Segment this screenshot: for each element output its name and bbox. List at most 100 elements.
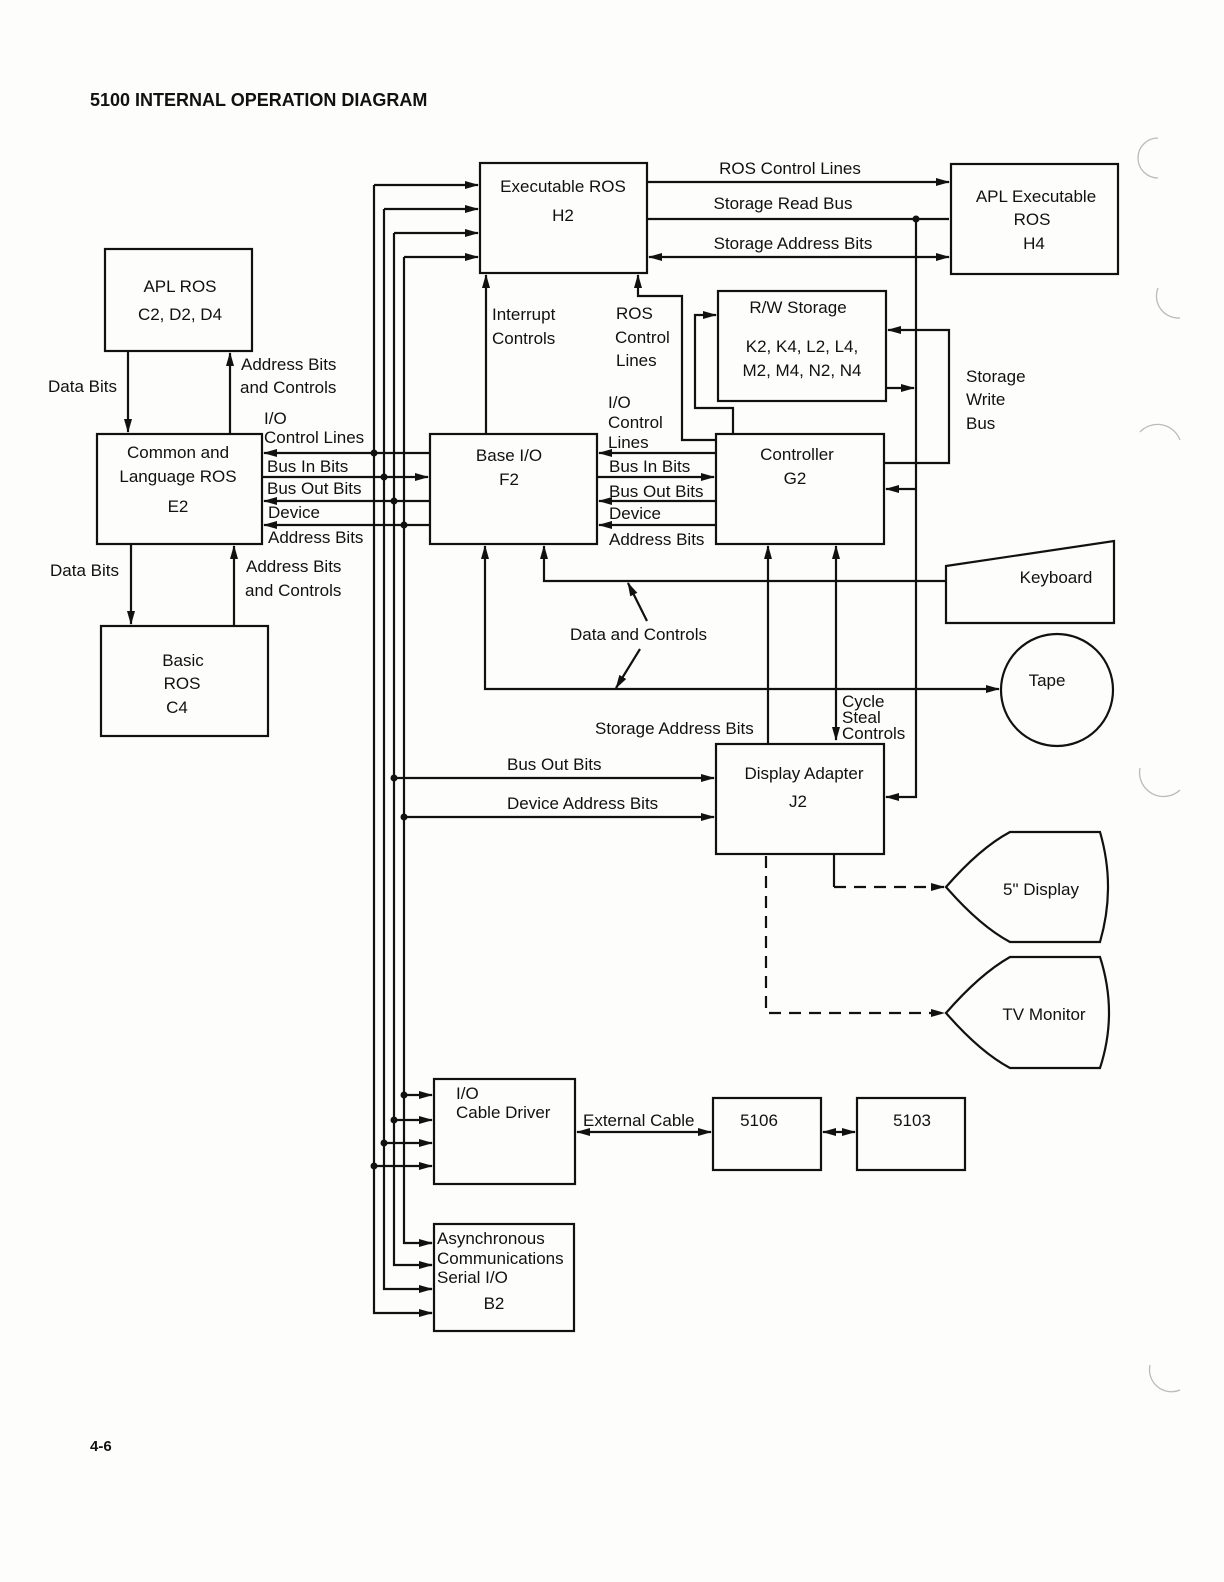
label-storage-write-3: Bus <box>966 414 995 433</box>
bus-line-3 <box>392 233 432 1267</box>
label-address-bits-left: Address Bits <box>268 528 363 547</box>
label-ros-v-3: Lines <box>616 351 657 370</box>
binder-hole-marks <box>1137 137 1181 1393</box>
diagram-title: 5100 INTERNAL OPERATION DIAGRAM <box>90 90 427 110</box>
label-data-and-controls: Data and Controls <box>570 625 707 644</box>
label-external-cable: External Cable <box>583 1111 695 1130</box>
block-5106: 5106 <box>711 1096 823 1172</box>
block-base-io-ref: F2 <box>499 470 519 489</box>
block-executable-ros-ref: H2 <box>552 206 574 225</box>
label-bus-out-bits-lower: Bus Out Bits <box>507 755 601 774</box>
label-and-controls-lower: and Controls <box>245 581 341 600</box>
label-address-bits-right: Address Bits <box>609 530 704 549</box>
block-common-language-ros-line1: Common and <box>127 443 229 462</box>
block-basic-ros: Basic ROS C4 <box>99 624 270 738</box>
block-basic-ros-line2: ROS <box>164 674 201 693</box>
label-cycle: Cycle <box>842 692 885 711</box>
block-common-language-ros: Common and Language ROS E2 <box>95 432 264 546</box>
block-async-comm-line3: Serial I/O <box>437 1268 508 1287</box>
block-base-io: Base I/O F2 <box>428 432 599 546</box>
label-controls: Controls <box>492 329 555 348</box>
block-keyboard-label: Keyboard <box>1020 568 1093 587</box>
block-rw-storage-ref1: K2, K4, L2, L4, <box>746 337 858 356</box>
block-io-cable-driver: I/O Cable Driver <box>432 1077 577 1186</box>
label-bus-out-bits-left: Bus Out Bits <box>267 479 361 498</box>
block-5103-label: 5103 <box>893 1111 931 1130</box>
label-storage-write-2: Write <box>966 390 1005 409</box>
label-bus-in-bits-right: Bus In Bits <box>609 457 690 476</box>
block-display-adapter-ref: J2 <box>789 792 807 811</box>
block-io-cable-driver-line1: I/O <box>456 1084 479 1103</box>
block-keyboard: Keyboard <box>944 539 1116 625</box>
label-and-controls-upper: and Controls <box>240 378 336 397</box>
block-apl-executable-ros-line2: ROS <box>1014 210 1051 229</box>
bus-line-1 <box>372 185 432 1315</box>
label-ros-v-1: ROS <box>616 304 653 323</box>
label-ros-control-lines: ROS Control Lines <box>719 159 861 178</box>
adapter-to-tv-monitor <box>764 856 945 1017</box>
block-display-adapter-name: Display Adapter <box>744 764 863 783</box>
block-io-cable-driver-line2: Cable Driver <box>456 1103 551 1122</box>
block-rw-storage: R/W Storage K2, K4, L2, L4, M2, M4, N2, … <box>716 289 888 403</box>
label-device-address-bits-lower: Device Address Bits <box>507 794 658 813</box>
block-async-comm-line2: Communications <box>437 1249 564 1268</box>
connections <box>124 178 1000 1317</box>
block-tv-monitor-label: TV Monitor <box>1002 1005 1085 1024</box>
label-interrupt: Interrupt <box>492 305 556 324</box>
exec-ros-to-controller <box>634 274 716 442</box>
block-5in-display: 5" Display <box>944 830 1110 944</box>
page-number: 4-6 <box>90 1438 112 1455</box>
block-executable-ros: Executable ROS H2 <box>478 161 649 275</box>
data-controls-pointer-up <box>627 582 648 622</box>
data-controls-pointer-down <box>615 648 641 689</box>
block-apl-executable-ros-line1: APL Executable <box>976 187 1096 206</box>
tape-data-line <box>481 545 1000 693</box>
label-device-right: Device <box>609 504 661 523</box>
block-controller-name: Controller <box>760 445 834 464</box>
label-ros-v-2: Control <box>615 328 670 347</box>
label-address-bits-upper: Address Bits <box>241 355 336 374</box>
block-apl-ros-ref: C2, D2, D4 <box>138 305 222 324</box>
label-address-bits-lower: Address Bits <box>246 557 341 576</box>
storage-read-bus-vertical <box>885 219 918 801</box>
bus-line-2 <box>382 209 432 1291</box>
block-async-comm-line1: Asynchronous <box>437 1229 545 1248</box>
block-apl-executable-ros-ref: H4 <box>1023 234 1045 253</box>
label-data-bits-upper: Data Bits <box>48 377 117 396</box>
block-controller-ref: G2 <box>784 469 807 488</box>
label-control-right: Control <box>608 413 663 432</box>
keyboard-data-line <box>540 545 946 583</box>
block-basic-ros-ref: C4 <box>166 698 188 717</box>
label-storage-address-bits-mid: Storage Address Bits <box>595 719 754 738</box>
block-async-comm-ref: B2 <box>484 1294 505 1313</box>
block-5103: 5103 <box>855 1096 967 1172</box>
label-storage-write-1: Storage <box>966 367 1026 386</box>
block-5106-label: 5106 <box>740 1111 778 1130</box>
block-tape-label: Tape <box>1029 671 1066 690</box>
block-rw-storage-name: R/W Storage <box>749 298 846 317</box>
label-steal: Steal <box>842 708 881 727</box>
block-async-comm: Asynchronous Communications Serial I/O B… <box>432 1222 576 1333</box>
block-tv-monitor: TV Monitor <box>944 955 1111 1070</box>
label-lines-right: Lines <box>608 433 649 452</box>
label-bus-out-bits-right: Bus Out Bits <box>609 482 703 501</box>
block-display-adapter: Display Adapter J2 <box>714 742 886 856</box>
label-data-bits-lower: Data Bits <box>50 561 119 580</box>
label-control-lines-left: Control Lines <box>264 428 364 447</box>
label-storage-read-bus: Storage Read Bus <box>714 194 853 213</box>
block-apl-ros-name: APL ROS <box>143 277 216 296</box>
label-device-left: Device <box>268 503 320 522</box>
block-controller: Controller G2 <box>714 432 886 546</box>
line-labels: ROS Control Lines Storage Read Bus Stora… <box>48 159 1026 1130</box>
label-storage-address-bits-top: Storage Address Bits <box>714 234 873 253</box>
label-io-right: I/O <box>608 393 631 412</box>
block-apl-ros: APL ROS C2, D2, D4 <box>103 247 254 353</box>
block-common-language-ros-line2: Language ROS <box>119 467 236 486</box>
block-tape: Tape <box>999 632 1115 748</box>
block-common-language-ros-ref: E2 <box>168 497 189 516</box>
block-basic-ros-line1: Basic <box>162 651 204 670</box>
label-controls-cs: Controls <box>842 724 905 743</box>
block-executable-ros-name: Executable ROS <box>500 177 626 196</box>
